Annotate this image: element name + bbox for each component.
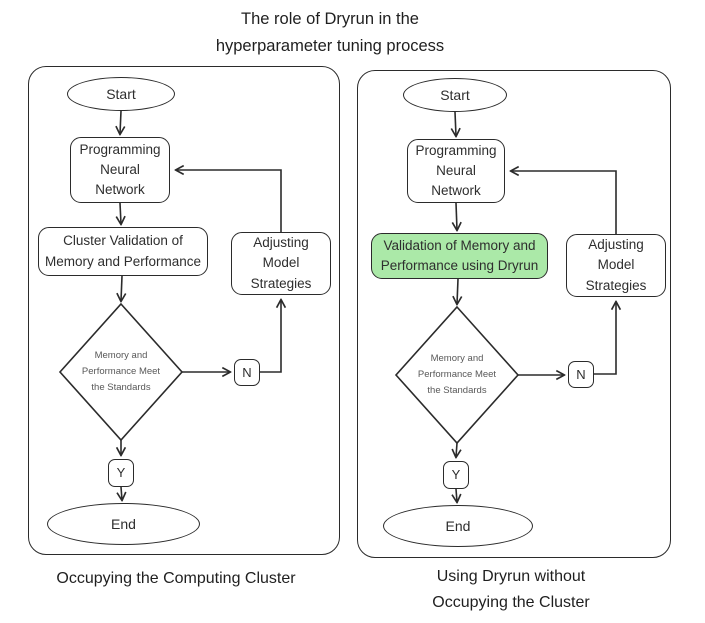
arrow-y-to-end — [456, 488, 457, 502]
left-panel-caption: Occupying the Computing Cluster — [56, 570, 296, 587]
decision-diamond — [394, 305, 520, 445]
arrow-program-to-validate — [456, 202, 457, 230]
cluster-validation-box: Cluster Validation of Memory and Perform… — [38, 227, 208, 276]
start-ellipse: Start — [67, 77, 175, 111]
arrow-n-to-adjust — [594, 302, 616, 375]
panel-occupying-cluster — [28, 66, 340, 555]
arrow-decision-to-y — [456, 442, 457, 457]
arrow-validate-to-decision — [121, 275, 122, 301]
arrow-y-to-end — [121, 486, 122, 500]
programming-box: Programming Neural Network — [70, 137, 170, 203]
decision-label: Memory and Performance Meet the Standard… — [81, 349, 161, 394]
right-panel-caption: Using Dryrun without Occupying the Clust… — [432, 568, 590, 611]
panel-using-dryrun — [357, 70, 671, 558]
arrow-start-to-program — [455, 111, 456, 136]
arrow-adjust-to-program — [176, 170, 282, 232]
end-ellipse: End — [47, 503, 200, 545]
programming-box: Programming Neural Network — [407, 139, 505, 203]
branch-y-box: Y — [443, 461, 469, 489]
adjusting-box: Adjusting Model Strategies — [231, 232, 331, 295]
arrow-program-to-validate — [120, 202, 121, 224]
end-ellipse: End — [383, 505, 533, 547]
arrow-n-to-adjust — [260, 300, 281, 373]
start-ellipse: Start — [403, 78, 507, 112]
decision-diamond — [58, 302, 184, 442]
page-title: The role of Dryrun in the hyperparameter… — [215, 10, 445, 55]
arrow-adjust-to-program — [511, 171, 617, 234]
branch-n-box: N — [234, 359, 260, 386]
branch-n-box: N — [568, 361, 594, 388]
arrow-start-to-program — [120, 110, 121, 134]
validation-dryrun-box: Validation of Memory and Performance usi… — [371, 233, 548, 279]
arrow-validate-to-decision — [457, 278, 458, 304]
branch-y-box: Y — [108, 459, 134, 487]
decision-label: Memory and Performance Meet the Standard… — [417, 352, 497, 397]
adjusting-box: Adjusting Model Strategies — [566, 234, 666, 297]
